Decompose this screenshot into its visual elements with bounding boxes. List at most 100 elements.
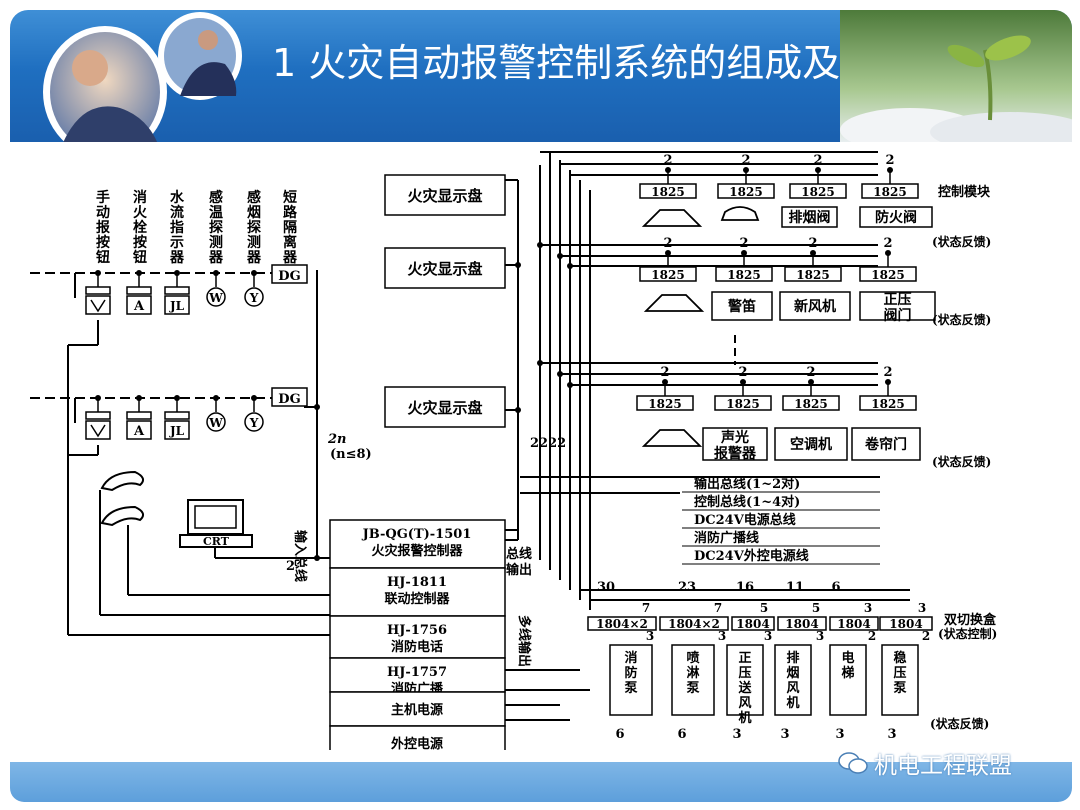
switch-box [731,616,775,631]
device-label: 警笛 [728,298,756,315]
speaker-icon [643,294,705,312]
wechat-icon [838,752,868,774]
telephone-handset-icon [100,470,145,527]
wire-count: 6 [831,580,840,595]
wire-count: 2 [808,236,817,251]
controller-code: JB-QG(T)-1501 [362,527,472,542]
controller-code: HJ-1757 [387,665,447,680]
wire-count: 30 [597,580,615,595]
isolator-label: DG [278,392,300,407]
detector-top-bar [126,411,152,420]
footer-bar [10,762,1072,802]
device-label: 排烟阀 [789,209,831,226]
controller-name: 主机电源 [391,702,443,718]
switch-code: 1804 [837,617,870,631]
pump-label: 排烟风机 [786,650,799,711]
wire-count: 3 [732,727,741,742]
switch-code: 1804 [736,617,769,631]
speaker-icon [641,429,703,447]
heat-detector-icon [206,287,226,307]
device-label: 正压 [884,292,912,308]
control-modules: 1825 2 1825 2 1825 2 1825 2 排烟阀 防火阀 1825 2 1825 2 1825… [636,153,936,462]
wire-count: 3 [816,629,824,643]
module-code: 1825 [801,185,834,199]
switch-box-label: 双切换盒 [944,612,997,628]
wire-count: 6 [677,727,686,742]
detector-top-bar [85,411,111,420]
device-box [781,206,838,228]
wire-count: 2 [660,365,669,380]
bus-legend-item: 输出总线(1~2对) [694,476,800,492]
fire-display-label: 火灾显示盘 [407,399,482,417]
detector-label: 水流指示器 [169,189,185,266]
wire-count: 2 [885,153,894,168]
input-bus-label: 输入总线 [292,530,308,582]
sprout-photo [840,10,1072,142]
switch-box [587,616,657,631]
detector-top-bar [164,411,190,420]
device-box [859,206,933,228]
bus-legend-item: 控制总线(1~4对) [694,494,800,510]
device-label: 防火阀 [875,209,917,226]
feedback-label: (状态反馈) [932,454,991,469]
wire-count: 2 [741,153,750,168]
pump-label: 消防泵 [624,650,637,696]
module-code: 1825 [727,268,760,282]
watermark-text: 机电工程联盟 [874,753,1012,779]
state-control-label: (状态控制) [938,626,997,641]
detector-symbol-box [164,295,190,315]
wire-count: 5 [760,601,768,615]
multi-output-label: 多线输出 [516,615,532,667]
flow-symbol: JL [169,424,185,438]
fire-display-panel [384,386,506,428]
switch-code: 1804 [889,617,922,631]
controller-box [329,691,506,727]
speaker-icon [641,209,703,227]
controller-box [329,657,506,693]
module-code: 1825 [871,268,904,282]
crt-label: CRT [203,535,230,548]
wire-count: 2 [806,365,815,380]
controller-name: 消防电话 [391,639,443,655]
junction-dots [314,242,573,561]
device-label: 空调机 [790,436,832,453]
detector-symbol: W [208,291,223,305]
module-code: 1825 [729,185,762,199]
device-label: 报警器 [714,445,757,462]
isolator-label: DG [278,269,300,284]
device-box [702,427,768,461]
wire-count: 2 [883,365,892,380]
business-people-photo [43,12,242,142]
pump-label: 电梯 [841,650,854,681]
wire-count: 3 [780,727,789,742]
module-code: 1825 [796,268,829,282]
pump-box [829,644,867,716]
module-code: 1825 [651,268,684,282]
switch-code: 1804×2 [668,617,720,631]
module-code: 1825 [726,397,759,411]
pump-box [881,644,919,716]
controller-name: 联动控制器 [384,591,450,607]
controller-stack: JB-QG(T)-1501火灾报警控制器HJ-1811联动控制器HJ-1756消… [329,519,506,750]
fire-display-panel [384,174,506,216]
manual-button-icon [90,299,106,313]
wire-count: 6 [615,727,624,742]
controller-box [329,725,506,750]
detector-top-bar [85,286,111,295]
device-box [711,291,773,321]
detector-label: 感烟探测器 [246,189,262,266]
switch-box [879,616,933,631]
pump-box [726,644,764,716]
switch-box [829,616,879,631]
switch-code: 1804 [785,617,818,631]
device-box [779,291,851,321]
pump-box [774,644,812,716]
module-code: 1825 [794,397,827,411]
switch-box [659,616,729,631]
wire-count: 7 [714,601,722,615]
